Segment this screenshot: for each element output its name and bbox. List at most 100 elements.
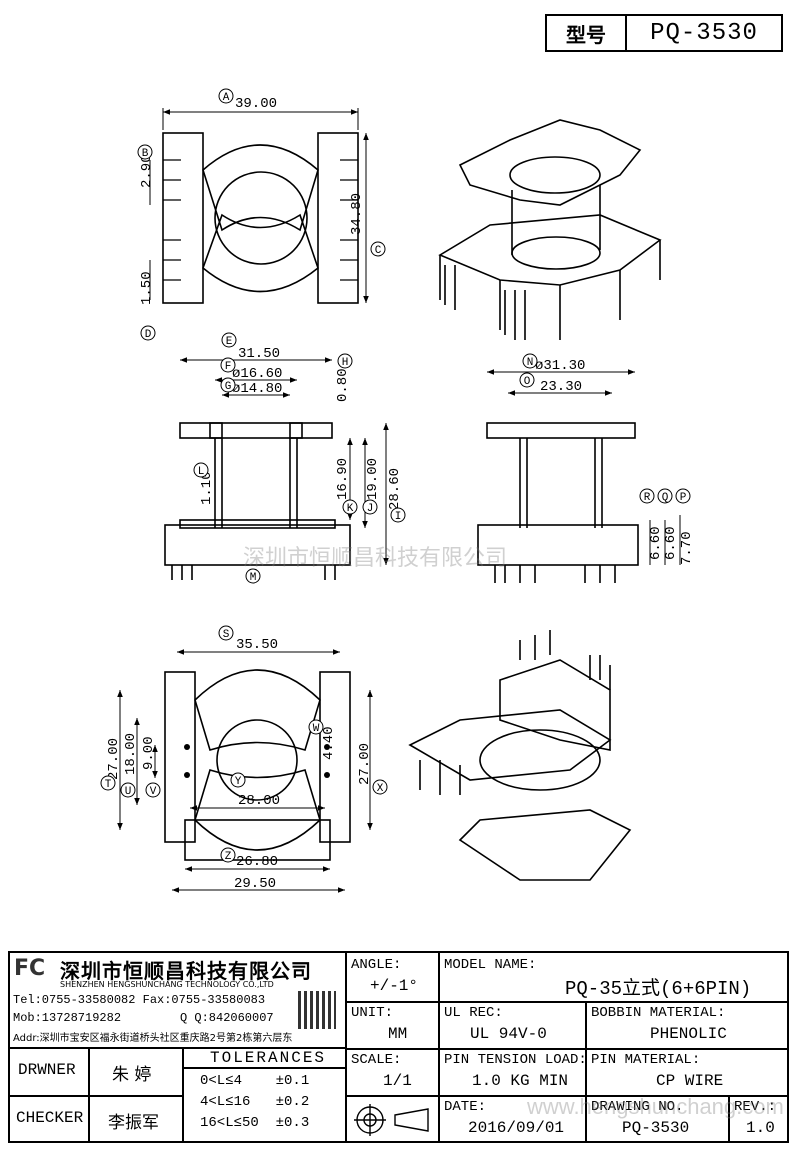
company-name-en: SHENZHEN HENGSHUNCHANG TECHNOLOGY CO.,LT… xyxy=(60,980,274,989)
dim-bottom-value: 29.50 xyxy=(234,876,276,892)
svg-text:F: F xyxy=(225,361,232,373)
callout-h: H xyxy=(337,353,353,369)
callouts: A B C D E F G H I J K L M N O P Q R S T … xyxy=(100,88,691,863)
callout-f: F xyxy=(220,357,236,373)
svg-text:S: S xyxy=(223,629,230,641)
svg-text:M: M xyxy=(250,572,257,584)
svg-text:J: J xyxy=(367,503,374,515)
callout-c: C xyxy=(370,241,386,257)
dim-q-value: 6.60 xyxy=(663,526,679,560)
tolerance-row: 0<L≤4 ±0.1 xyxy=(200,1073,310,1089)
svg-text:H: H xyxy=(342,357,349,369)
unit-label: UNIT: xyxy=(351,1005,394,1021)
dim-g-value: ø14.80 xyxy=(232,381,282,397)
callout-t: T xyxy=(100,775,116,791)
date-value: 2016/09/01 xyxy=(468,1119,565,1137)
top-view xyxy=(149,108,369,304)
pin-material-value: CP WIRE xyxy=(656,1072,724,1090)
dim-p-value: 7.70 xyxy=(679,531,695,565)
front-view xyxy=(477,369,681,583)
company-address: Addr:深圳市宝安区福永街道桥头社区重庆路2号第2栋第六层东 xyxy=(13,1033,293,1044)
callout-n: N xyxy=(522,353,538,369)
callout-i: I xyxy=(390,507,406,523)
pin-tension-value: 1.0 KG MIN xyxy=(472,1072,569,1090)
checker-label: CHECKER xyxy=(16,1109,84,1127)
dim-l-value: 1.10 xyxy=(199,471,215,505)
projection-symbol xyxy=(354,1104,429,1136)
drawing-no-value: PQ-3530 xyxy=(622,1119,690,1137)
callout-d: D xyxy=(140,325,156,341)
date-label: DATE: xyxy=(444,1099,487,1115)
svg-text:V: V xyxy=(150,786,157,798)
svg-text:U: U xyxy=(125,786,132,798)
dim-c-value: 34.80 xyxy=(349,193,365,235)
dim-o-value: 23.30 xyxy=(540,379,582,395)
dim-y-value: 28.00 xyxy=(238,793,280,809)
callout-l: L xyxy=(193,462,209,478)
bobbin-material-label: BOBBIN MATERIAL: xyxy=(591,1005,726,1021)
company-qq: Q Q:842060007 xyxy=(180,1011,274,1025)
pin-material-label: PIN MATERIAL: xyxy=(591,1052,701,1068)
rev-value: 1.0 xyxy=(746,1119,775,1137)
side-view xyxy=(164,357,389,580)
svg-text:Y: Y xyxy=(235,776,242,788)
company-logo: FC xyxy=(14,956,46,981)
callout-u: U xyxy=(120,782,136,798)
callout-w: W xyxy=(308,719,324,735)
dim-s-value: 35.50 xyxy=(236,637,278,653)
callout-g: G xyxy=(220,377,236,393)
callout-v: V xyxy=(145,782,161,798)
scale-label: SCALE: xyxy=(351,1052,402,1068)
dim-k-value: 16.90 xyxy=(335,458,351,500)
dim-d-value: 1.50 xyxy=(139,271,155,305)
rev-label: REV.: xyxy=(734,1099,777,1115)
company-name-cn: 深圳市恒顺昌科技有限公司 xyxy=(60,959,312,983)
drawner-value: 朱 婷 xyxy=(112,1065,152,1085)
dim-z-value: 26.80 xyxy=(236,854,278,870)
callout-s: S xyxy=(218,625,234,641)
svg-text:I: I xyxy=(395,511,402,523)
callout-k: K xyxy=(342,499,358,515)
dim-v-value: 9.00 xyxy=(141,736,157,770)
model-name-value: PQ-35立式(6+6PIN) xyxy=(565,978,752,1000)
pin-tension-label: PIN TENSION LOAD: xyxy=(444,1052,587,1068)
svg-text:T: T xyxy=(105,779,112,791)
title-block: FC 深圳市恒顺昌科技有限公司 SHENZHEN HENGSHUNCHANG T… xyxy=(8,951,789,1143)
model-label: 型号 xyxy=(547,16,627,50)
dim-b-value: 2.90 xyxy=(139,154,155,188)
model-number: PQ-3530 xyxy=(650,19,758,47)
callout-q: Q xyxy=(657,488,673,504)
dim-f-value: ø16.60 xyxy=(232,366,282,382)
dim-r-value: 6.60 xyxy=(648,526,664,560)
callout-o: O xyxy=(519,372,535,388)
callout-x: X xyxy=(372,779,388,795)
svg-text:W: W xyxy=(313,723,320,735)
callout-r: R xyxy=(639,488,655,504)
checker-value: 李振军 xyxy=(108,1113,159,1133)
isometric-view-top xyxy=(438,119,662,340)
callout-b: B xyxy=(137,144,153,160)
angle-label: ANGLE: xyxy=(351,957,402,973)
dim-w-value: 4.40 xyxy=(321,726,337,760)
unit-value: MM xyxy=(388,1025,408,1043)
callout-z: Z xyxy=(220,847,236,863)
ulrec-value: UL 94V-0 xyxy=(470,1025,547,1043)
svg-text:X: X xyxy=(377,783,384,795)
dim-n-value: ø31.30 xyxy=(535,358,585,374)
dim-a-value: 39.00 xyxy=(235,96,277,112)
svg-text:A: A xyxy=(223,92,230,104)
callout-j: J xyxy=(362,499,378,515)
dim-i-value: 28.60 xyxy=(387,468,403,510)
technical-drawing: 39.00 2.90 34.80 1.50 31.50 ø16.60 ø14.8… xyxy=(100,88,695,893)
svg-text:D: D xyxy=(145,329,152,341)
svg-text:L: L xyxy=(198,466,205,478)
svg-text:B: B xyxy=(142,148,149,160)
svg-text:O: O xyxy=(524,376,531,388)
svg-text:Z: Z xyxy=(225,851,232,863)
callout-m: M xyxy=(245,568,261,584)
scale-value: 1/1 xyxy=(383,1072,412,1090)
isometric-view-bottom xyxy=(408,630,632,881)
dim-t-value: 27.00 xyxy=(106,738,122,780)
svg-text:C: C xyxy=(375,245,382,257)
svg-text:K: K xyxy=(347,503,354,515)
